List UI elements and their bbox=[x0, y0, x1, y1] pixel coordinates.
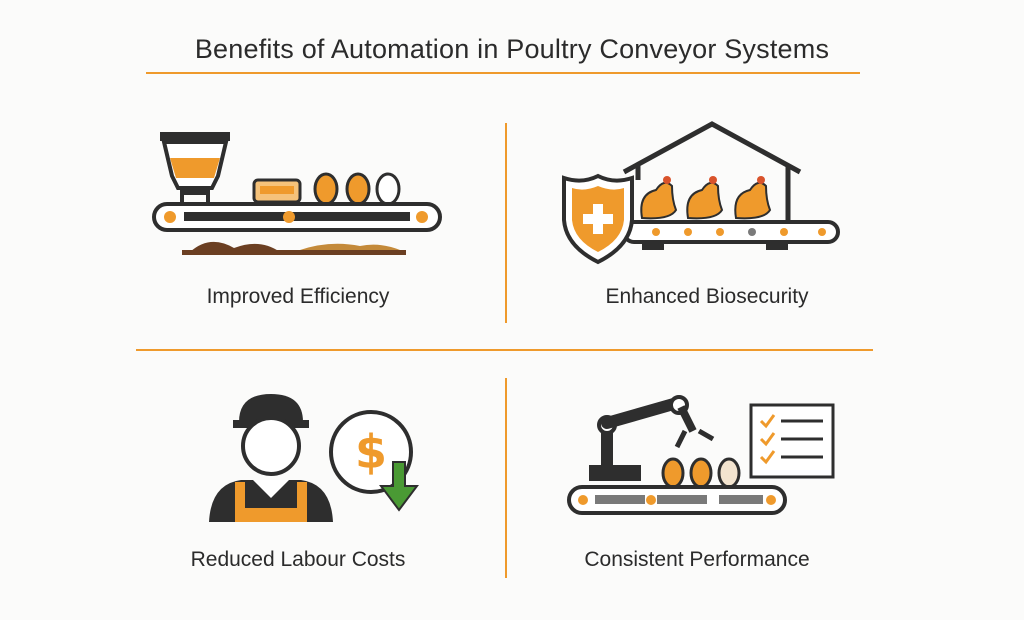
conveyor-feeder-eggs-icon bbox=[152, 132, 442, 255]
benefit-label-consistent-performance: Consistent Performance bbox=[584, 548, 810, 571]
page-title: Benefits of Automation in Poultry Convey… bbox=[194, 34, 830, 64]
divider-vertical-top bbox=[505, 123, 507, 323]
benefit-label-reduced-labour-costs: Reduced Labour Costs bbox=[190, 548, 406, 571]
title-underline bbox=[146, 72, 860, 74]
benefit-label-enhanced-biosecurity: Enhanced Biosecurity bbox=[605, 285, 809, 308]
divider-horizontal bbox=[136, 349, 873, 351]
benefit-label-improved-efficiency: Improved Efficiency bbox=[206, 285, 390, 308]
svg-text:$: $ bbox=[355, 425, 387, 479]
robot-arm-checklist-icon bbox=[567, 395, 835, 515]
worker-dollar-down-icon: $ bbox=[209, 394, 419, 522]
divider-vertical-bottom bbox=[505, 378, 507, 578]
shield-chicken-house-icon bbox=[562, 121, 840, 265]
